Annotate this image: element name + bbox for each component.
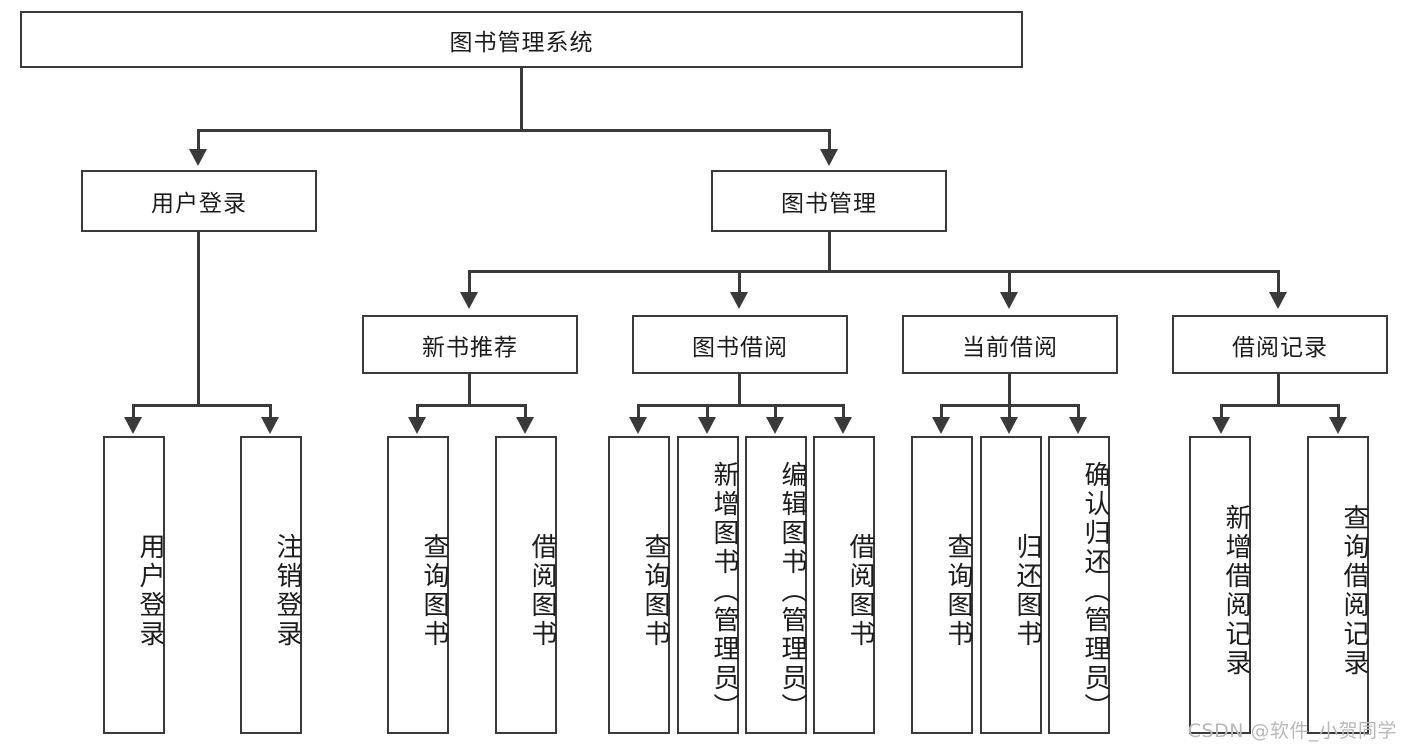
node-book-management[interactable]: 图书管理 xyxy=(711,170,947,232)
leaf-query-borrow-record[interactable]: 查询借阅记录 xyxy=(1307,436,1369,734)
edge-root-to-user-login xyxy=(197,129,200,151)
node-label: 新增借阅记录 xyxy=(1221,504,1251,678)
edge-borrow-record-stem xyxy=(1277,374,1280,406)
arrowhead-bb-leaf-1 xyxy=(629,417,647,434)
node-label: 查询图书 xyxy=(640,533,670,649)
edge-cb-to-leaf-1 xyxy=(940,404,943,419)
node-label: 借阅图书 xyxy=(527,533,557,649)
leaf-query-book-borrow[interactable]: 查询图书 xyxy=(608,436,670,734)
node-label: 归还图书 xyxy=(1012,533,1042,649)
edge-root-to-book-management xyxy=(828,129,831,151)
node-user-login[interactable]: 用户登录 xyxy=(81,170,317,232)
leaf-return-book[interactable]: 归还图书 xyxy=(980,436,1042,734)
leaf-add-borrow-record[interactable]: 新增借阅记录 xyxy=(1189,436,1251,734)
node-label: 新增图书（管理员） xyxy=(709,460,739,722)
edge-user-login-bus xyxy=(132,404,271,407)
edge-borrow-record-bus xyxy=(1220,404,1340,407)
edge-book-borrow-bus xyxy=(637,404,845,407)
arrowhead-book-borrow xyxy=(730,292,748,309)
arrowhead-nb-leaf-2 xyxy=(516,417,534,434)
leaf-user-login[interactable]: 用户登录 xyxy=(103,436,165,734)
edge-bm-to-book-borrow xyxy=(738,270,741,294)
node-current-borrow[interactable]: 当前借阅 xyxy=(902,315,1118,374)
node-label: 新书推荐 xyxy=(422,334,518,361)
arrowhead-nb-leaf-1 xyxy=(408,417,426,434)
edge-book-borrow-stem xyxy=(738,374,741,406)
leaf-confirm-return-admin[interactable]: 确认归还（管理员） xyxy=(1048,436,1110,734)
edge-book-management-stem xyxy=(828,232,831,272)
leaf-borrow-book[interactable]: 借阅图书 xyxy=(813,436,875,734)
leaf-borrow-book-recommend[interactable]: 借阅图书 xyxy=(495,436,557,734)
csdn-watermark: CSDN @软件_小贺同学 xyxy=(1187,720,1397,742)
node-label: 图书管理系统 xyxy=(449,29,594,56)
node-label: 当前借阅 xyxy=(962,334,1058,361)
edge-current-borrow-stem xyxy=(1008,374,1011,406)
edge-user-login-to-leaf-2 xyxy=(269,404,272,419)
edge-bm-to-borrow-record xyxy=(1277,270,1280,294)
arrowhead-cb-leaf-2 xyxy=(1000,417,1018,434)
node-label: 借阅记录 xyxy=(1232,334,1328,361)
node-label: 用户登录 xyxy=(151,191,247,217)
arrowhead-cb-leaf-1 xyxy=(932,417,950,434)
edge-br-to-leaf-1 xyxy=(1220,404,1223,419)
arrowhead-bb-leaf-2 xyxy=(698,417,716,434)
edge-bb-to-leaf-1 xyxy=(637,404,640,419)
node-label: 借阅图书 xyxy=(845,533,875,649)
arrowhead-current-borrow xyxy=(1000,292,1018,309)
edge-bb-to-leaf-4 xyxy=(842,404,845,419)
leaf-add-book-admin[interactable]: 新增图书（管理员） xyxy=(677,436,739,734)
edge-cb-to-leaf-3 xyxy=(1077,404,1080,419)
edge-bm-to-current-borrow xyxy=(1008,270,1011,294)
leaf-edit-book-admin[interactable]: 编辑图书（管理员） xyxy=(745,436,807,734)
leaf-logout[interactable]: 注销登录 xyxy=(240,436,302,734)
edge-new-book-bus xyxy=(416,404,527,407)
edge-nb-to-leaf-2 xyxy=(524,404,527,419)
arrowhead-bb-leaf-3 xyxy=(766,417,784,434)
node-label: 编辑图书（管理员） xyxy=(777,460,807,722)
edge-br-to-leaf-2 xyxy=(1337,404,1340,419)
node-root-book-management-system[interactable]: 图书管理系统 xyxy=(20,11,1023,68)
edge-new-book-stem xyxy=(468,374,471,406)
arrowhead-br-leaf-2 xyxy=(1329,417,1347,434)
node-new-book-recommend[interactable]: 新书推荐 xyxy=(362,315,578,374)
edge-user-login-stem xyxy=(197,232,200,406)
node-label: 用户登录 xyxy=(135,533,165,649)
arrowhead-bb-leaf-4 xyxy=(834,417,852,434)
edge-book-management-bus xyxy=(468,270,1280,273)
arrowhead-br-leaf-1 xyxy=(1212,417,1230,434)
node-label: 查询图书 xyxy=(419,533,449,649)
arrowhead-book-management xyxy=(820,149,838,166)
edge-bm-to-new-book xyxy=(468,270,471,294)
edge-root-stem xyxy=(520,68,523,131)
node-borrow-record[interactable]: 借阅记录 xyxy=(1172,315,1388,374)
edge-user-login-to-leaf-1 xyxy=(132,404,135,419)
leaf-query-book-current[interactable]: 查询图书 xyxy=(911,436,973,734)
arrowhead-leaf-user-login xyxy=(124,417,142,434)
node-label: 确认归还（管理员） xyxy=(1080,460,1110,722)
edge-nb-to-leaf-1 xyxy=(416,404,419,419)
leaf-query-book-recommend[interactable]: 查询图书 xyxy=(387,436,449,734)
edge-bb-to-leaf-2 xyxy=(706,404,709,419)
node-label: 图书管理 xyxy=(781,191,877,217)
node-label: 注销登录 xyxy=(272,533,302,649)
node-book-borrow[interactable]: 图书借阅 xyxy=(632,315,848,374)
arrowhead-cb-leaf-3 xyxy=(1069,417,1087,434)
arrowhead-user-login xyxy=(189,149,207,166)
arrowhead-borrow-record xyxy=(1269,292,1287,309)
node-label: 查询借阅记录 xyxy=(1339,504,1369,678)
edge-root-bus xyxy=(197,129,831,132)
arrowhead-leaf-logout xyxy=(261,417,279,434)
edge-bb-to-leaf-3 xyxy=(774,404,777,419)
node-label: 图书借阅 xyxy=(692,334,788,361)
edge-cb-to-leaf-2 xyxy=(1008,404,1011,419)
node-label: 查询图书 xyxy=(943,533,973,649)
arrowhead-new-book-recommend xyxy=(460,292,478,309)
